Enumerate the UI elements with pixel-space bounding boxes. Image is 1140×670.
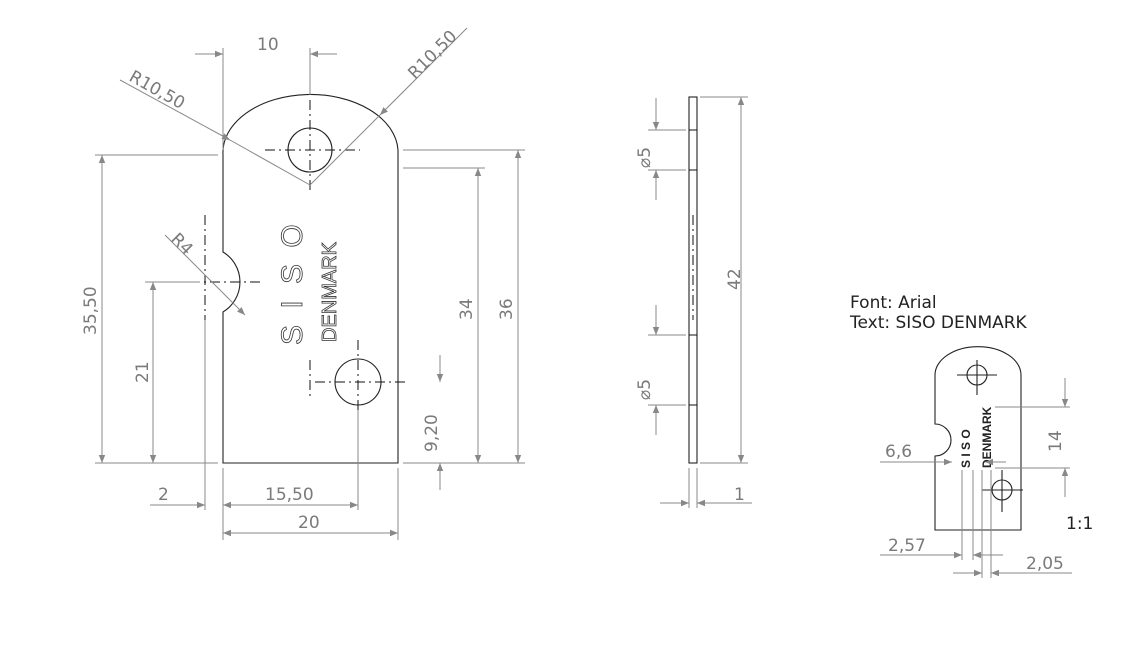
dim-thickness: 1 — [734, 485, 745, 505]
dim-denmark-height: 2,05 — [1026, 554, 1064, 574]
dim-radius-left: R10,50 — [126, 67, 189, 114]
dim-width: 20 — [298, 513, 320, 533]
scale-label: 1:1 — [1066, 514, 1093, 534]
engraving-siso: S I S O — [276, 220, 309, 345]
dim-height-left: 35,50 — [81, 286, 101, 335]
dim-hole-top-diameter: ⌀5 — [635, 147, 655, 168]
dim-hole2-height: 9,20 — [422, 414, 442, 452]
dim-siso-height: 2,57 — [888, 536, 926, 556]
note-text: Text: SISO DENMARK — [849, 313, 1028, 333]
engraving-denmark: DENMARK — [319, 241, 341, 342]
dim-hole-offset: 10 — [257, 35, 279, 55]
notch-centerline — [150, 215, 260, 320]
dim-text-height: 14 — [1046, 430, 1066, 452]
dim-radius-right: R10,50 — [404, 27, 461, 84]
dim-hole-bottom-diameter: ⌀5 — [635, 379, 655, 400]
dim-notch-offset: 2 — [158, 485, 169, 505]
centerlines — [265, 100, 405, 430]
dim-text-x: 6,6 — [885, 442, 912, 462]
front-view: S I S O DENMARK 10 R10,50 R10,50 R4 35,5… — [81, 27, 525, 540]
detail-engraving-denmark: DENMARK — [980, 406, 994, 468]
detail-engraving-siso: S I S O — [959, 429, 973, 468]
dim-height-36: 36 — [497, 298, 517, 320]
detail-view: Font: Arial Text: SISO DENMARK S I S O D… — [849, 293, 1093, 578]
note-font: Font: Arial — [850, 293, 937, 313]
dim-height-34: 34 — [457, 298, 477, 320]
plate-side — [688, 96, 698, 464]
plate-outline — [222, 93, 399, 464]
side-view: ⌀5 ⌀5 42 1 — [635, 96, 752, 508]
dim-hole2-x: 15,50 — [265, 485, 314, 505]
dim-length: 42 — [725, 268, 745, 290]
dim-notch-radius: R4 — [166, 229, 196, 259]
dim-notch-height: 21 — [133, 361, 153, 383]
detail-outline — [934, 346, 1022, 531]
